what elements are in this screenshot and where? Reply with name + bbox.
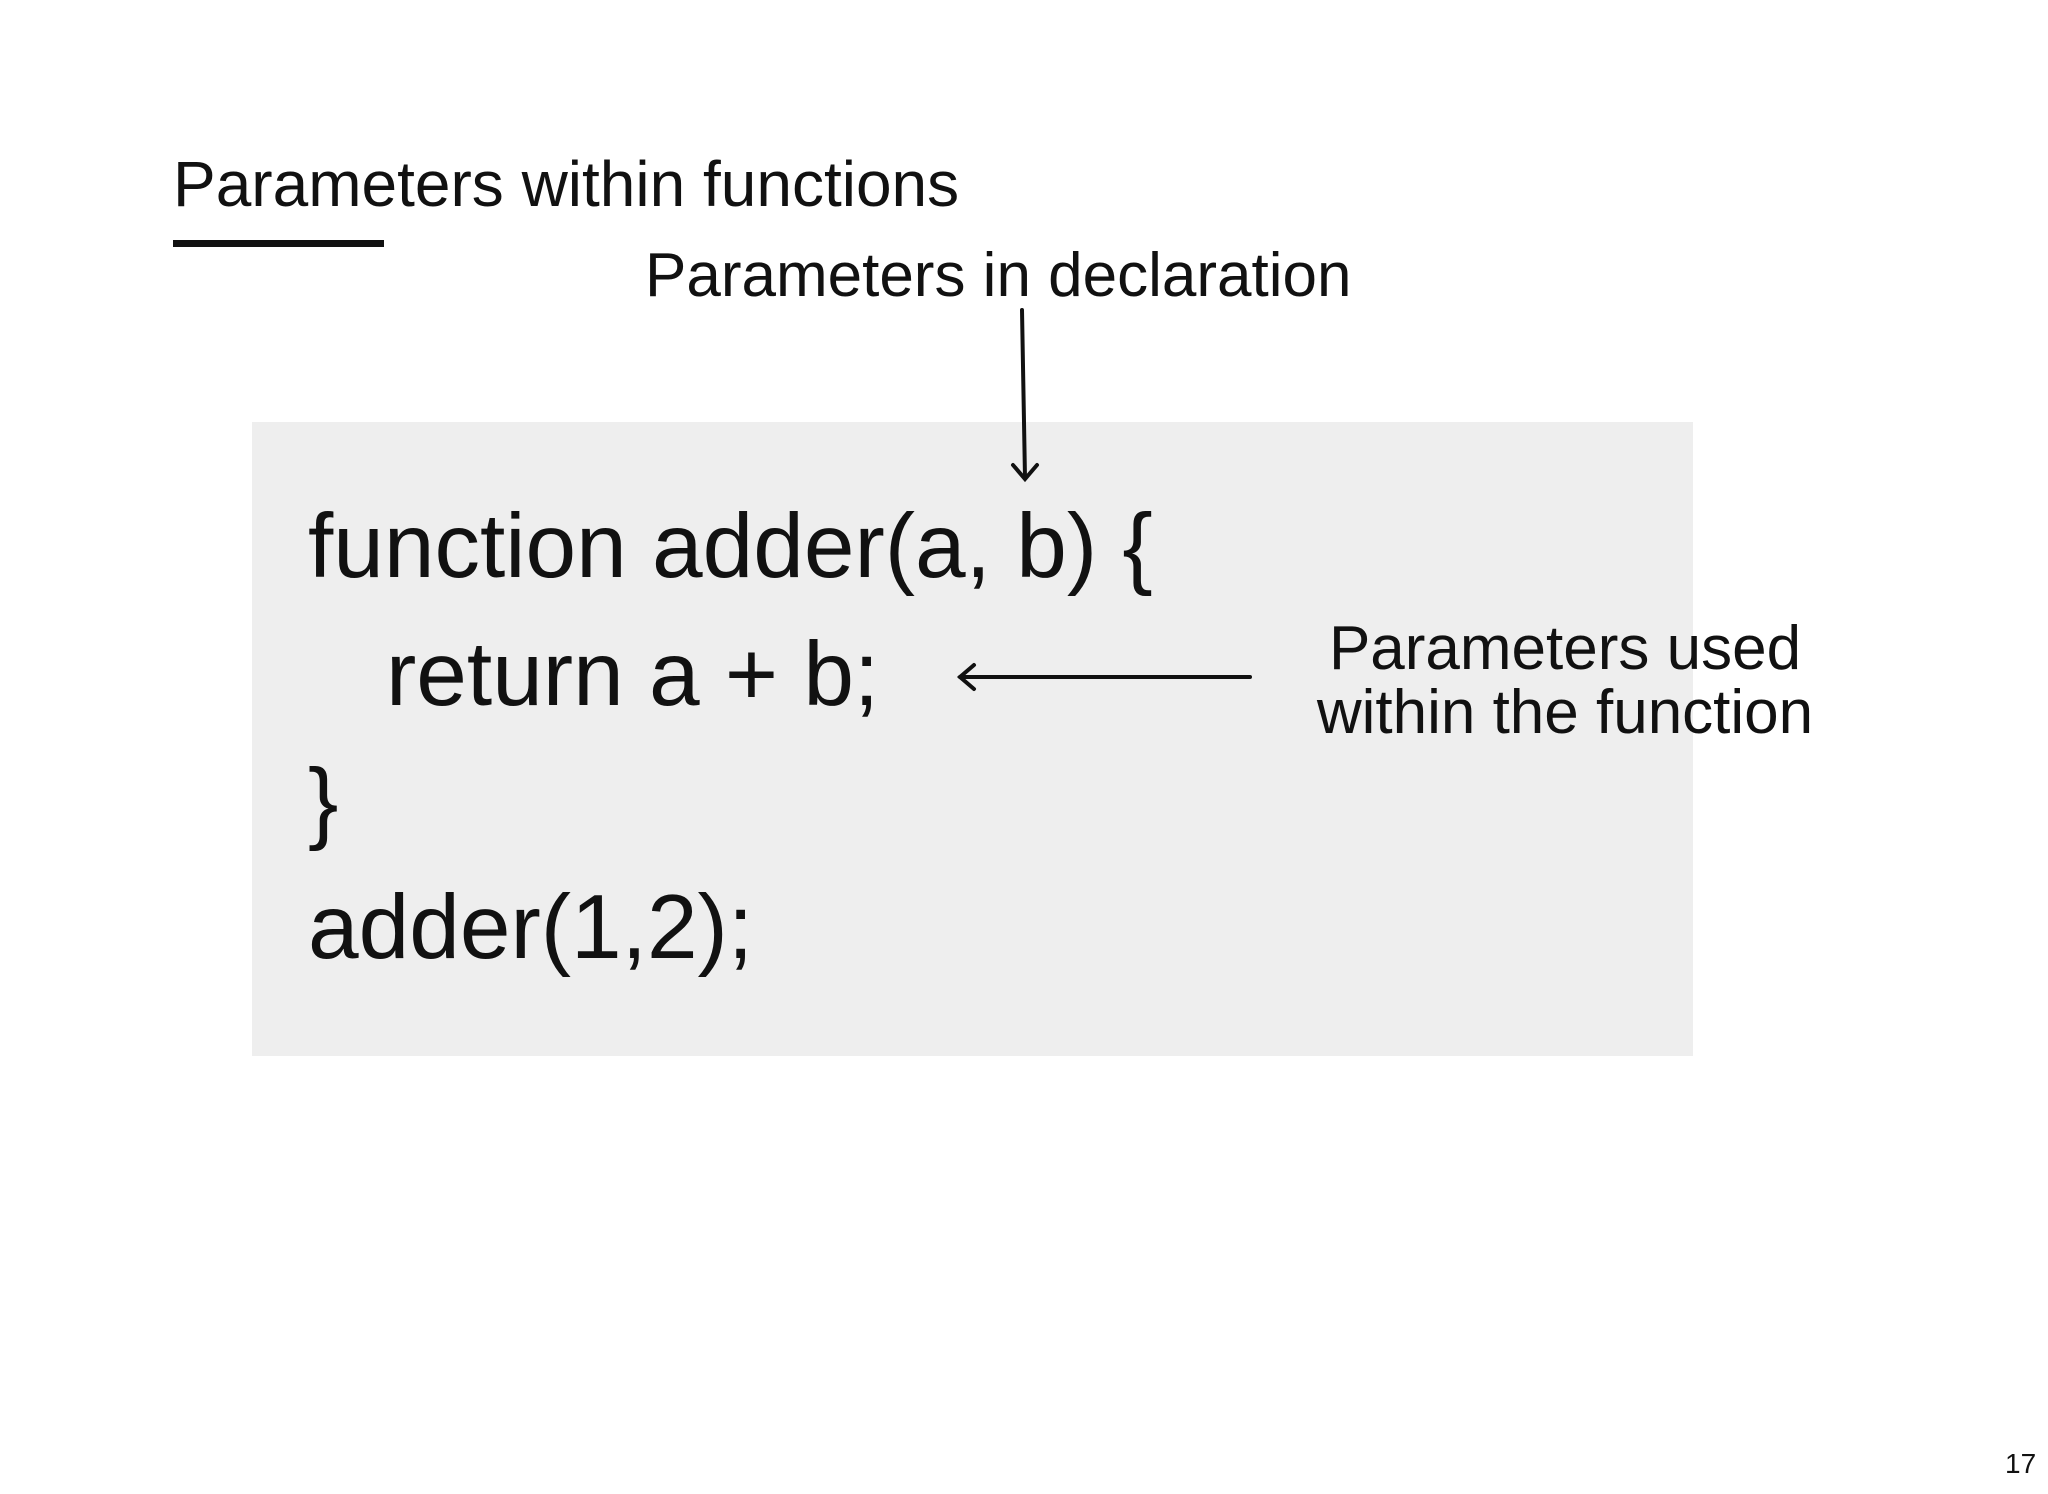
title-underline: [173, 240, 384, 247]
code-block: [252, 422, 1693, 1056]
annotation-parameters-used-line-1: Parameters used: [1328, 614, 1802, 683]
annotation-parameters-in-declaration: Parameters in declaration: [645, 241, 1352, 310]
page-number: 17: [2005, 1448, 2037, 1479]
slide-title: Parameters within functions: [173, 148, 960, 220]
code-line-return: return a + b;: [386, 624, 880, 725]
code-line-function-call: adder(1,2);: [308, 877, 754, 978]
code-line-function-declaration: function adder(a, b) {: [308, 496, 1153, 597]
code-line-closing-brace: }: [308, 751, 339, 852]
annotation-parameters-used-line-2: within the function: [1316, 678, 1814, 747]
annotation-parameters-used: Parameters used within the function: [1305, 617, 1825, 745]
